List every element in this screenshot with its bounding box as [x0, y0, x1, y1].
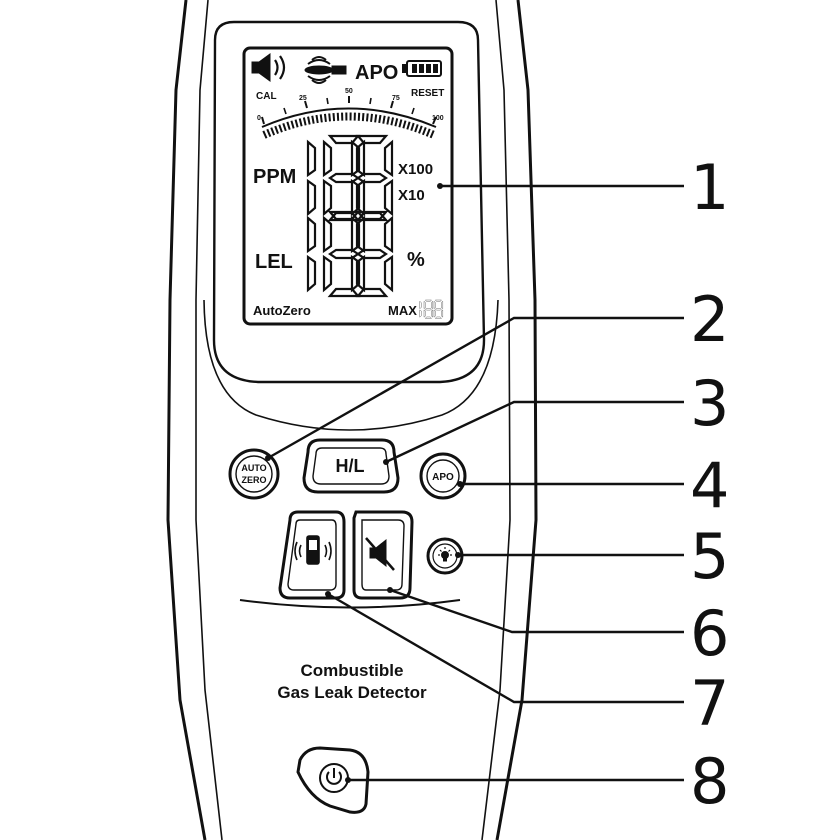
callout-lines [267, 184, 684, 782]
light-bulb-icon [438, 547, 452, 562]
callout-number-7: 7 [690, 667, 729, 740]
lcd-autozero-label: AutoZero [253, 303, 311, 318]
lcd-reset-label: RESET [411, 88, 444, 99]
callout-number-3: 3 [690, 367, 729, 440]
scale-tick-25: 25 [299, 95, 307, 102]
callout-number-2: 2 [690, 283, 729, 356]
mute-button[interactable] [352, 510, 414, 600]
lcd-x10-label: X10 [398, 187, 425, 204]
callout-line-3 [385, 400, 684, 464]
autozero-button-label-2: ZERO [241, 475, 266, 485]
callout-number-4: 4 [690, 449, 729, 522]
scale-tick-100: 100 [432, 115, 444, 122]
vibration-icon [304, 56, 347, 84]
lower-digit-display [306, 210, 394, 298]
battery-icon [402, 60, 442, 77]
callout-line-6 [389, 588, 684, 634]
hl-button-label: H/L [336, 456, 365, 476]
scale-tick-0: 0 [257, 115, 261, 122]
lcd-apo-label: APO [355, 62, 398, 84]
device-body [166, 0, 538, 840]
autozero-button-label-1: AUTO [241, 463, 266, 473]
max-digit-display [419, 299, 443, 319]
callout-number-6: 6 [690, 597, 729, 670]
autozero-button[interactable]: AUTO ZERO [228, 448, 280, 500]
upper-digit-display [306, 134, 394, 222]
lcd-percent-label: % [407, 249, 425, 271]
apo-button[interactable]: APO [419, 452, 467, 500]
bar-graph-scale [261, 96, 437, 139]
lcd-max-label: MAX [388, 303, 417, 318]
apo-button-label: APO [432, 472, 454, 483]
mute-speaker-icon [365, 537, 395, 571]
scale-tick-75: 75 [392, 95, 400, 102]
vibrate-phone-icon [294, 535, 332, 565]
lcd-x100-label: X100 [398, 161, 433, 178]
callout-line-7 [327, 592, 684, 704]
lcd-ppm-label: PPM [253, 166, 296, 188]
callout-number-1: 1 [690, 151, 729, 224]
device-name-line-1: Combustible [301, 661, 404, 680]
lcd-screen: APO CAL RESET 0 25 50 75 [242, 46, 454, 326]
lcd-cal-label: CAL [256, 91, 277, 102]
lcd-lel-label: LEL [255, 251, 293, 273]
power-button[interactable] [296, 746, 370, 814]
speaker-icon [251, 53, 286, 82]
scale-tick-50: 50 [345, 88, 353, 95]
callout-number-8: 8 [690, 745, 729, 818]
callout-line-2 [267, 316, 684, 460]
hl-button[interactable]: H/L [302, 438, 400, 494]
callout-number-5: 5 [690, 520, 729, 593]
callout-dots [265, 183, 463, 783]
device-name-line-2: Gas Leak Detector [277, 683, 427, 702]
vibrate-mode-button[interactable] [278, 510, 346, 600]
